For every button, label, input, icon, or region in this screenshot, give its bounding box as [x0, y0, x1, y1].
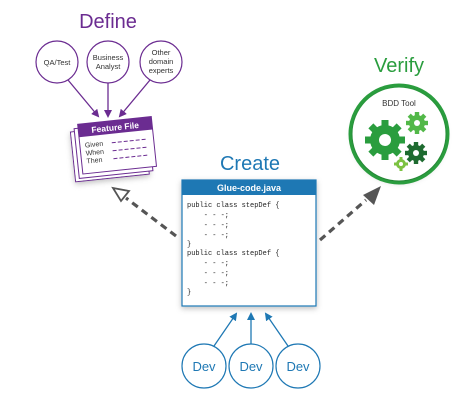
gear-icon	[365, 120, 405, 160]
role-business-analyst-line1: Business	[93, 53, 124, 62]
arrow-dev3-to-glue	[264, 312, 289, 347]
feature-file-title: Feature File	[91, 120, 140, 135]
feature-keyword-when: When	[85, 149, 104, 158]
code-line: - - -;	[187, 232, 229, 240]
dev-3-label: Dev	[286, 359, 310, 374]
feature-file: Feature File Given When Then	[69, 115, 158, 183]
arrow-dev1-to-glue	[213, 312, 238, 347]
code-line: - - -;	[187, 222, 229, 230]
arrow-glue-to-verify	[318, 186, 381, 242]
create-title: Create	[220, 153, 280, 175]
dev-2-label: Dev	[239, 359, 263, 374]
code-line: public class stepDef {	[187, 250, 279, 258]
role-qa-test: QA/Test	[35, 40, 79, 84]
glue-code-title: Glue-code.java	[217, 183, 282, 193]
role-domain-experts-line2: domain	[149, 57, 174, 66]
glue-code-file: Glue-code.java public class stepDef { - …	[181, 179, 317, 307]
code-line: - - -;	[187, 280, 229, 288]
gear-icon	[394, 157, 408, 171]
role-domain-experts: Other domain experts	[139, 40, 183, 84]
code-line: }	[187, 289, 191, 297]
arrow-experts-to-feature	[118, 79, 151, 118]
role-business-analyst: Business Analyst	[86, 40, 130, 84]
code-line: - - -;	[187, 260, 229, 268]
bdd-tool-label: BDD Tool	[382, 99, 416, 108]
arrow-glue-to-feature	[111, 186, 177, 238]
role-domain-experts-line1: Other	[152, 48, 171, 57]
role-business-analyst-line2: Analyst	[96, 62, 122, 71]
feature-keyword-given: Given	[85, 141, 104, 150]
define-title: Define	[79, 11, 137, 33]
feature-keyword-then: Then	[86, 157, 103, 166]
verify-title: Verify	[374, 55, 424, 77]
dev-1: Dev	[181, 343, 227, 389]
arrow-qa-to-feature	[67, 79, 100, 118]
gear-icon	[406, 112, 428, 134]
code-line: - - -;	[187, 212, 229, 220]
dev-3: Dev	[275, 343, 321, 389]
bdd-tool: BDD Tool	[348, 83, 450, 185]
feature-file-stack: Feature File Given When Then	[69, 115, 158, 183]
dev-2: Dev	[228, 343, 274, 389]
role-qa-test-label: QA/Test	[44, 58, 72, 67]
glue-code-body: public class stepDef { - - -; - - -; - -…	[187, 202, 279, 297]
dev-1-label: Dev	[192, 359, 216, 374]
role-domain-experts-line3: experts	[149, 66, 174, 75]
code-line: }	[187, 241, 191, 249]
code-line: public class stepDef {	[187, 202, 279, 210]
gear-icon	[405, 142, 427, 164]
code-line: - - -;	[187, 270, 229, 278]
